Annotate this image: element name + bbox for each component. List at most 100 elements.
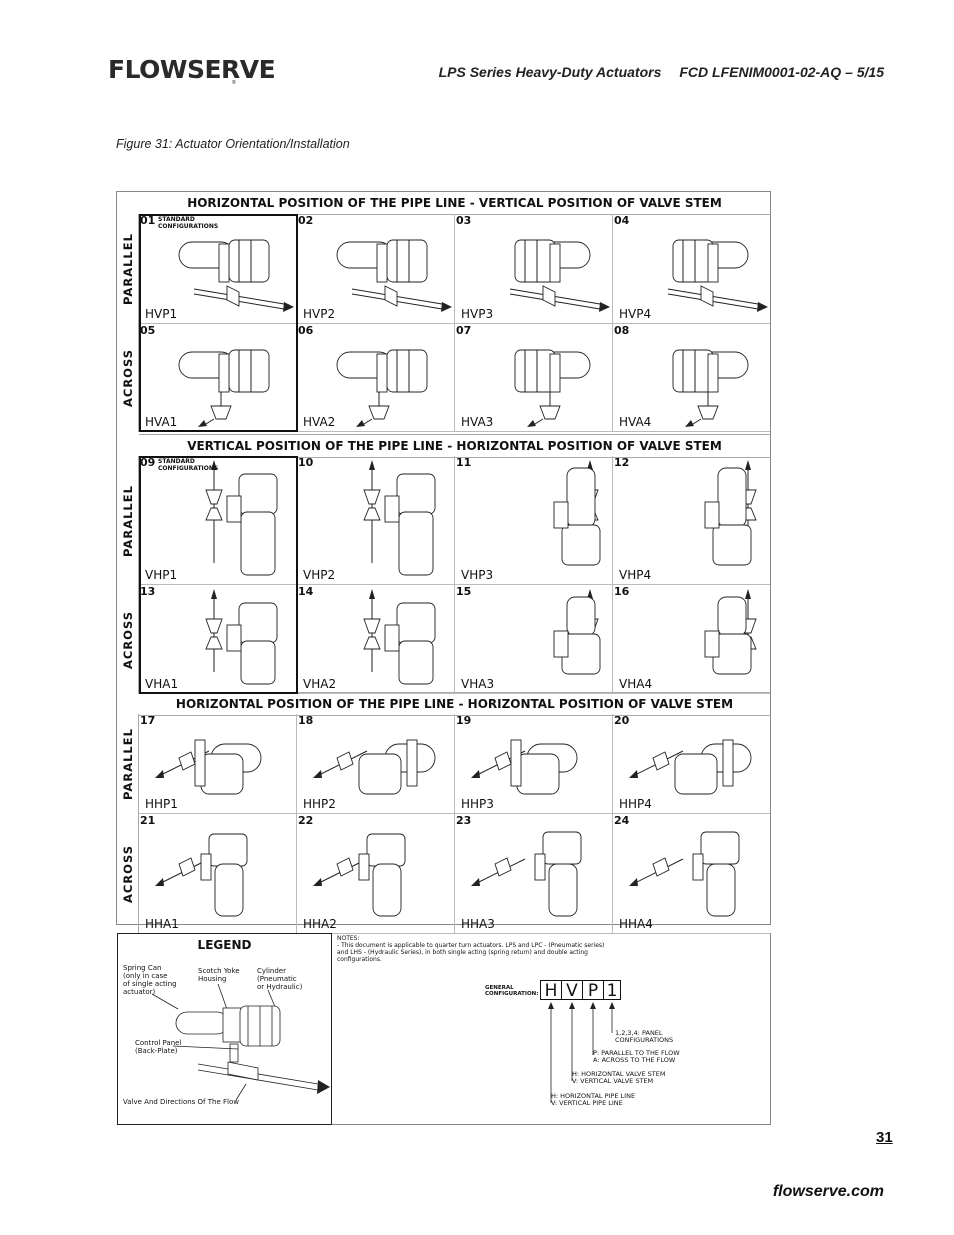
config-number: 20 [614, 714, 630, 727]
row-label-across: ACROSS [117, 585, 139, 694]
actuator-drawing [629, 831, 740, 917]
config-number: 06 [298, 324, 314, 337]
config-code: VHA3 [461, 677, 495, 691]
config-code: HHP3 [461, 797, 494, 811]
config-number: 14 [298, 585, 314, 598]
legend-control-panel: Control Panel(Back-Plate) [135, 1039, 182, 1055]
actuator-drawing [704, 589, 757, 675]
config-number: 01 [140, 214, 156, 227]
config-number: 02 [298, 214, 314, 227]
config-number: 24 [614, 814, 630, 827]
config-code: HVP4 [619, 307, 652, 321]
legend-actuator-drawing [151, 983, 330, 1101]
config-number: 19 [456, 714, 472, 727]
config-number: 22 [298, 814, 314, 827]
orientation-figure: HORIZONTAL POSITION OF THE PIPE LINE - V… [116, 191, 771, 934]
actuator-drawing [553, 460, 601, 566]
figure-caption: Figure 31: Actuator Orientation/Installa… [116, 137, 350, 151]
header-doc-code: FCD LFENIM0001-02-AQ – 5/15 [679, 64, 884, 80]
config-number: 08 [614, 324, 630, 337]
config-code: HHA3 [461, 917, 495, 931]
config-code: HHA4 [619, 917, 653, 931]
actuator-drawing [667, 239, 768, 312]
actuator-drawing [672, 349, 749, 427]
actuator-drawing [205, 589, 278, 685]
config-code: HVP3 [461, 307, 494, 321]
config-code: VHP3 [461, 568, 494, 582]
config-letter-4: 1 [603, 980, 621, 1001]
config-code: HVP2 [303, 307, 336, 321]
config-number: 23 [456, 814, 472, 827]
flowserve-logo: FLOWSERVE [108, 55, 276, 84]
row-label-parallel: PARALLEL [117, 214, 139, 324]
config-number: 18 [298, 714, 314, 727]
config-code: HVP1 [145, 307, 178, 321]
actuator-drawing [155, 739, 262, 795]
section-title-vh: VERTICAL POSITION OF THE PIPE LINE - HOR… [139, 434, 770, 458]
running-header: LPS Series Heavy-Duty Actuators FCD LFENI… [439, 64, 884, 80]
config-number: 15 [456, 585, 472, 598]
config-number: 10 [298, 456, 314, 469]
actuator-drawing [471, 831, 582, 917]
notes-text: NOTES: - This document is applicable to … [337, 935, 605, 963]
registered-mark: ® [232, 80, 236, 86]
actuator-drawing [205, 460, 278, 576]
config-number: 12 [614, 456, 630, 469]
section-title-hv: HORIZONTAL POSITION OF THE PIPE LINE - V… [139, 192, 770, 215]
config-leader-lines [548, 1002, 615, 1103]
config-code: HVA1 [145, 415, 178, 429]
config-number: 05 [140, 324, 156, 337]
config-code: VHA4 [619, 677, 653, 691]
standard-config-highlight-hv [139, 214, 298, 432]
actuator-drawing [363, 589, 436, 685]
config-number: 11 [456, 456, 472, 469]
website: flowserve.com [772, 1183, 884, 1200]
config-number: 03 [456, 214, 472, 227]
config-code: HVA3 [461, 415, 494, 429]
config-code: VHA1 [145, 677, 179, 691]
config-code: HHP2 [303, 797, 336, 811]
actuator-drawing [509, 239, 610, 312]
header-title: LPS Series Heavy-Duty Actuators [438, 64, 662, 80]
config-code: VHP1 [145, 568, 178, 582]
config-code: VHP2 [303, 568, 336, 582]
row-label-parallel: PARALLEL [117, 714, 139, 814]
actuator-drawing [629, 739, 752, 795]
config-number: 13 [140, 585, 156, 598]
actuator-drawing [553, 589, 601, 675]
config-number: 21 [140, 814, 156, 827]
legend-valve: Valve And Directions Of The Flow [123, 1098, 239, 1106]
actuator-drawing [178, 239, 294, 312]
config-code: HVA4 [619, 415, 652, 429]
standard-config-highlight-vh [139, 456, 298, 694]
legend-title: LEGEND [197, 938, 252, 952]
